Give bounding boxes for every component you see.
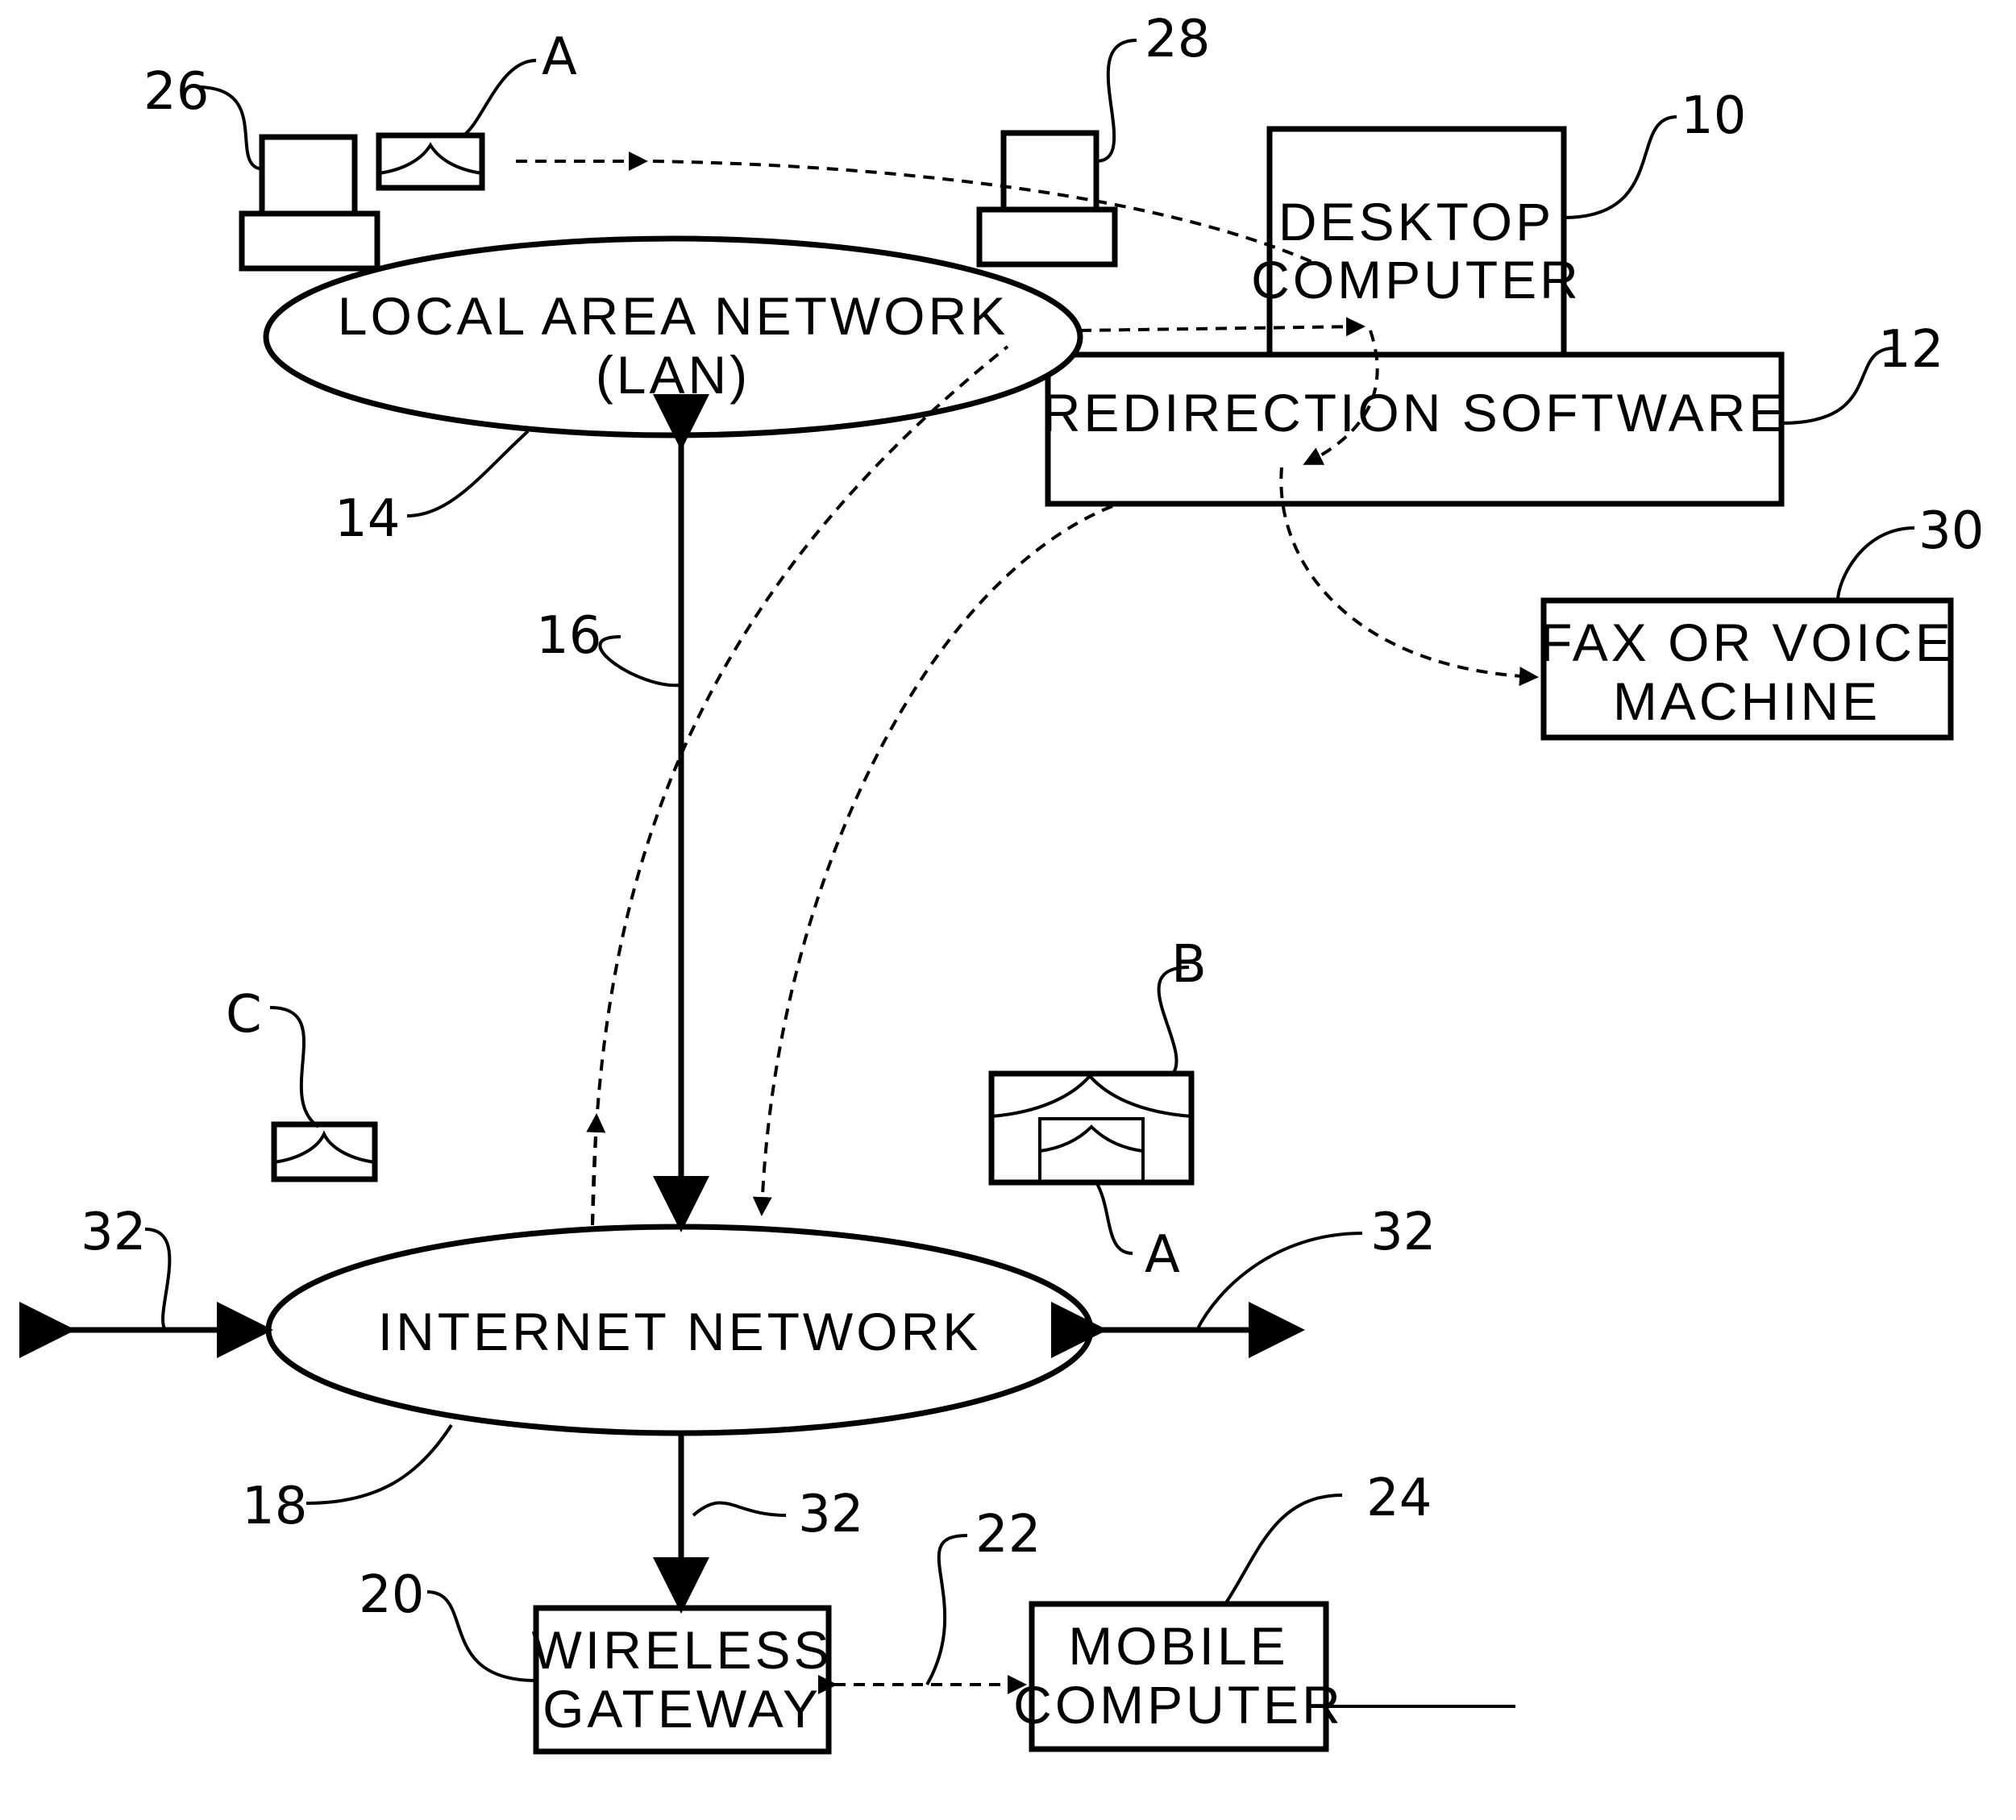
ref-32-right: 32 <box>1370 1203 1436 1262</box>
ref-c: C <box>226 985 262 1045</box>
leader-16 <box>600 637 681 685</box>
desktop-label-line1: DESKTOP <box>1278 192 1554 251</box>
redirection-software-box: REDIRECTION SOFTWARE <box>1042 355 1788 504</box>
ref-30: 30 <box>1918 501 1984 561</box>
ref-a-bottom: A <box>1145 1225 1180 1285</box>
desktop-computer-box: DESKTOP COMPUTER <box>1251 129 1582 359</box>
ref-a-top: A <box>542 27 577 87</box>
ref-20: 20 <box>359 1565 424 1625</box>
mobile-label-line1: MOBILE <box>1068 1616 1288 1676</box>
leader-32-right <box>1197 1233 1362 1330</box>
leader-10 <box>1564 117 1677 218</box>
internet-network-ellipse: INTERNET NETWORK <box>268 1227 1091 1433</box>
ref-24: 24 <box>1366 1469 1432 1528</box>
fax-label-line2: MACHINE <box>1613 671 1881 731</box>
mobile-label-line2: COMPUTER <box>1013 1675 1344 1735</box>
leader-28 <box>1096 40 1137 161</box>
leader-20 <box>427 1592 536 1681</box>
ref-14: 14 <box>335 489 400 549</box>
lan-ellipse: LOCAL AREA NETWORK (LAN) <box>266 239 1080 435</box>
leader-32-left <box>145 1229 169 1330</box>
ref-26: 26 <box>143 62 209 122</box>
redirection-label: REDIRECTION SOFTWARE <box>1042 383 1788 443</box>
gateway-label-line2: GATEWAY <box>542 1679 821 1739</box>
flow-internet-to-lan <box>592 347 1008 1225</box>
internet-label: INTERNET NETWORK <box>378 1302 981 1361</box>
ref-28: 28 <box>1145 10 1210 69</box>
flow-internet-up-arrow <box>592 1116 596 1225</box>
fax-label-line1: FAX OR VOICE <box>1540 613 1954 672</box>
leader-14 <box>407 431 528 516</box>
wireless-gateway-box: WIRELESS GATEWAY <box>531 1608 832 1751</box>
leader-32-bottom <box>693 1502 786 1515</box>
leader-30 <box>1838 528 1914 600</box>
ref-10: 10 <box>1681 86 1746 146</box>
mobile-computer-box: MOBILE COMPUTER <box>1013 1604 1344 1749</box>
leader-22 <box>927 1535 967 1685</box>
lan-label-line1: LOCAL AREA NETWORK <box>338 286 1008 346</box>
leader-c <box>270 1008 318 1127</box>
leader-24 <box>1225 1495 1342 1604</box>
message-envelope-b <box>991 1074 1191 1182</box>
leader-12 <box>1781 348 1894 423</box>
fax-voice-machine-box: FAX OR VOICE MACHINE <box>1540 600 1954 738</box>
gateway-label-line1: WIRELESS <box>531 1620 832 1680</box>
lan-label-line2: (LAN) <box>596 345 750 405</box>
message-envelope-c <box>274 1124 375 1179</box>
ref-b: B <box>1171 935 1207 995</box>
message-envelope-a <box>379 135 482 188</box>
leader-a-bottom <box>1096 1182 1133 1253</box>
workstation-28 <box>979 133 1115 264</box>
ref-18: 18 <box>242 1477 307 1536</box>
ref-32-left: 32 <box>81 1203 146 1262</box>
leader-a-top <box>463 60 536 135</box>
ref-12: 12 <box>1878 320 1943 380</box>
ref-32-bottom: 32 <box>798 1485 863 1544</box>
ref-16: 16 <box>536 606 601 666</box>
workstation-26 <box>242 137 377 268</box>
leader-18 <box>306 1425 451 1503</box>
ref-22: 22 <box>975 1505 1041 1564</box>
